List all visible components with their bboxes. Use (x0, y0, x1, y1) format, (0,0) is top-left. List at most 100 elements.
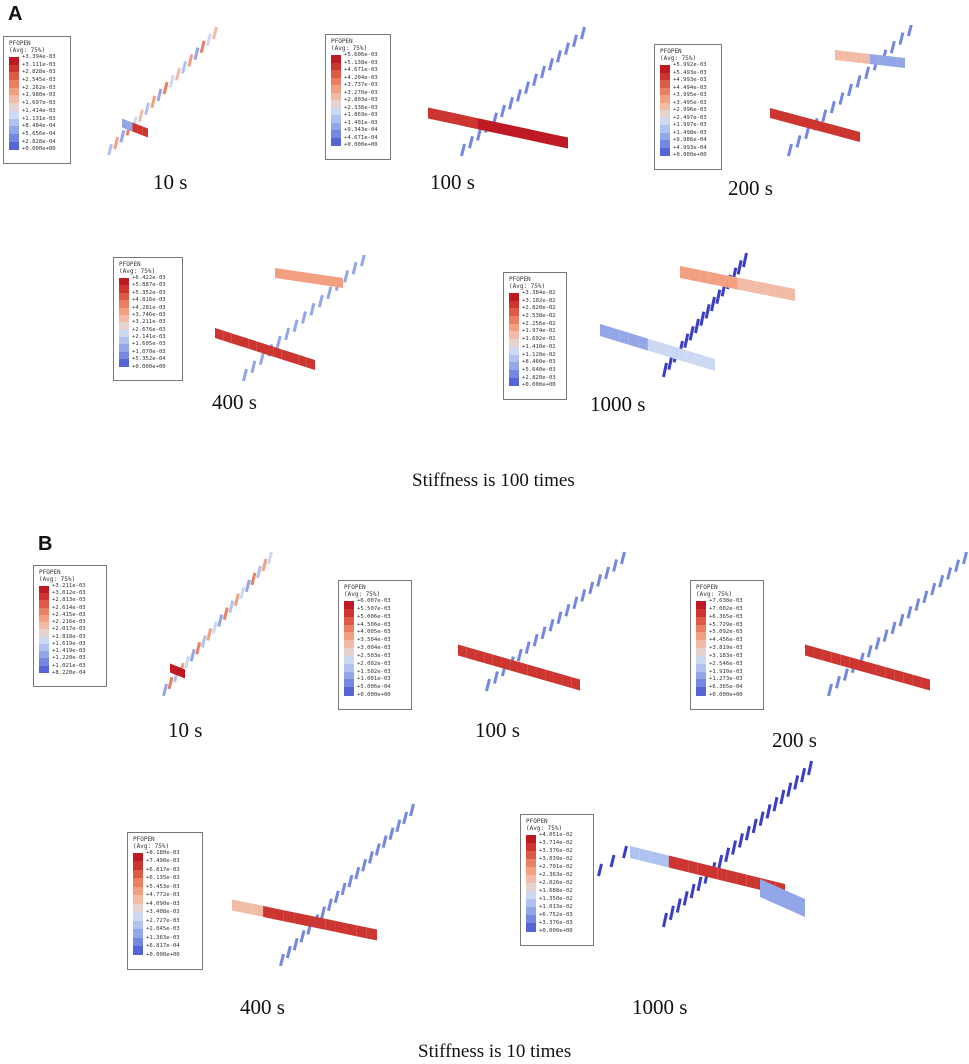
legend-swatch (39, 600, 49, 609)
hydraulic-fracture (815, 120, 824, 133)
hydraulic-fracture (887, 56, 897, 67)
natural-fracture (689, 883, 696, 899)
hydraulic-fracture (510, 659, 519, 673)
legend-swatch (344, 632, 354, 641)
natural-fracture (847, 83, 853, 97)
legend-swatch (696, 624, 706, 633)
legend-value: +1.980e-03 (22, 92, 56, 99)
legend-value: +2.676e-03 (132, 326, 166, 333)
hydraulic-fracture (822, 649, 832, 663)
natural-fracture (460, 143, 466, 157)
legend-swatch (9, 126, 19, 135)
legend-value: +3.504e-03 (357, 637, 391, 644)
legend-value: +5.992e-03 (673, 62, 707, 68)
hydraulic-fracture (667, 344, 677, 360)
legend-value: +5.606e-03 (344, 52, 378, 58)
natural-fracture (244, 579, 251, 593)
natural-fracture (662, 362, 668, 378)
legend-value: +0.000e+00 (673, 152, 707, 159)
legend: PFOPEN(Avg: 75%)+3.394e-03+3.111e-03+2.8… (3, 36, 71, 164)
legend-value: +5.138e-03 (344, 59, 378, 66)
natural-fracture (907, 25, 913, 37)
legend-value: +1.605e-03 (132, 341, 166, 348)
legend-swatch (133, 903, 143, 913)
time-label: 200 s (772, 728, 817, 752)
hydraulic-fracture (170, 663, 175, 675)
natural-fracture (242, 368, 248, 382)
hydraulic-fracture (137, 124, 143, 136)
legend-value: +3.039e-02 (539, 856, 573, 862)
hydraulic-fracture (736, 872, 747, 887)
hydraulic-fracture (484, 652, 493, 666)
legend-value: +1.414e-03 (22, 107, 56, 114)
hydraulic-fracture (896, 57, 905, 68)
legend-swatch (39, 607, 49, 616)
hydraulic-fracture (223, 330, 232, 344)
natural-fracture (922, 590, 929, 604)
natural-fracture (786, 782, 793, 798)
legend-colorbar (660, 65, 670, 156)
hydraulic-fracture (861, 53, 870, 64)
natural-fracture (516, 89, 522, 102)
hydraulic-fracture (775, 285, 786, 300)
natural-fracture (524, 641, 531, 655)
fracture-simulation-render (805, 551, 968, 697)
legend-swatch (509, 308, 519, 317)
legend-swatch (119, 300, 129, 309)
natural-fracture (731, 840, 738, 855)
legend-value: +4.494e-03 (673, 84, 707, 91)
natural-fracture (320, 906, 327, 919)
legend-swatch (660, 72, 670, 81)
legend-value: +1.692e-02 (522, 336, 556, 343)
legend-swatch (331, 85, 341, 94)
natural-fracture (402, 811, 409, 825)
legend-averaging: (Avg: 75%) (509, 283, 546, 290)
legend-swatch (660, 117, 670, 126)
time-label: 10 s (168, 718, 203, 742)
legend-value: +1.498e-03 (673, 129, 707, 136)
legend-value: +9.343e-04 (344, 127, 378, 134)
natural-fracture (167, 676, 174, 690)
legend-value: +1.697e-03 (22, 100, 56, 107)
legend-swatch (696, 663, 706, 673)
natural-fracture (622, 845, 628, 859)
hydraulic-fracture (760, 879, 769, 901)
legend-value: +5.352e-03 (132, 289, 166, 296)
natural-fracture (724, 847, 731, 863)
legend-swatch (119, 359, 129, 368)
legend-swatch (660, 65, 670, 74)
legend-swatch (39, 586, 49, 594)
natural-fracture (250, 360, 257, 374)
hydraulic-fracture (508, 124, 518, 138)
natural-fracture (704, 304, 711, 319)
natural-fracture (556, 50, 562, 63)
time-label: 1000 s (632, 995, 688, 1019)
legend-swatch (509, 316, 519, 325)
legend-swatch (133, 895, 143, 905)
natural-fracture (317, 294, 324, 308)
natural-fracture (162, 683, 168, 697)
natural-fracture (162, 81, 169, 95)
natural-fracture (250, 572, 257, 586)
legend-swatch (133, 861, 143, 871)
legend-swatch (509, 362, 519, 371)
hydraulic-fracture (468, 116, 478, 130)
legend-value: +2.002e-03 (357, 660, 391, 667)
fracture-simulation-render (107, 26, 218, 155)
legend: PFOPEN(Avg: 75%)+8.180e-03+7.498e-03+6.8… (127, 832, 203, 970)
hydraulic-fracture (697, 862, 708, 877)
hydraulic-fracture (122, 118, 128, 130)
natural-fracture (326, 898, 333, 912)
legend-swatch (660, 95, 670, 104)
hydraulic-fracture (290, 352, 299, 365)
natural-fracture (572, 34, 578, 48)
natural-fracture (374, 843, 381, 856)
legend: PFOPEN(Avg: 75%)+5.606e-03+5.138e-03+4.6… (325, 34, 391, 160)
legend-value: +2.026e-02 (539, 880, 573, 886)
hydraulic-fracture (824, 122, 833, 135)
legend-value: +4.816e-03 (132, 297, 166, 304)
hydraulic-fracture (770, 108, 779, 121)
legend-swatch (696, 679, 706, 688)
legend-value: +3.004e-03 (357, 645, 391, 652)
legend-colorbar (526, 835, 536, 932)
